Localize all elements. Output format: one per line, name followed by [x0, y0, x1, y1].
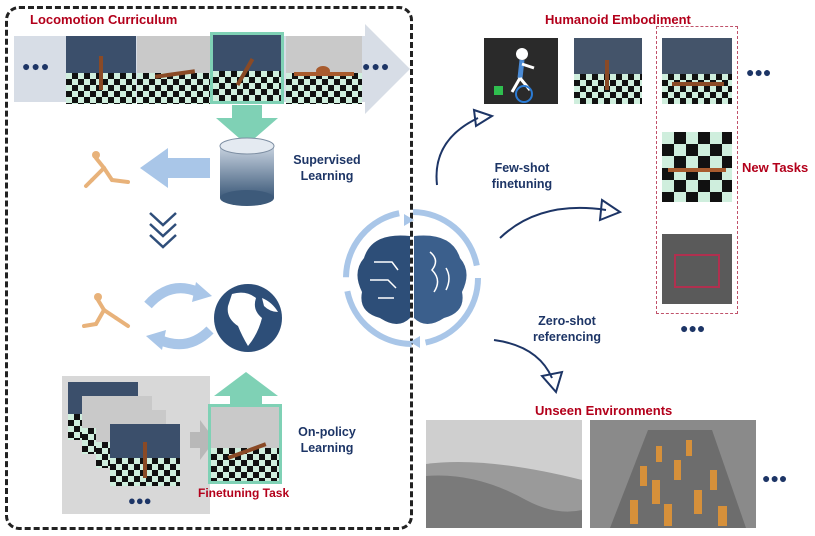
- humanoid-figure: [494, 48, 535, 103]
- new-task-frame-4: [662, 234, 732, 304]
- stack-ellipsis: ●●●: [128, 493, 152, 508]
- finetune-task-label: Finetuning Task: [198, 486, 290, 500]
- ellipsis-right: ●●●: [362, 58, 391, 74]
- onpolicy-line-1: On-policy: [298, 425, 356, 439]
- curriculum-frame-4: [286, 36, 362, 104]
- ellipsis-left: ●●●: [22, 58, 51, 74]
- new-tasks-label: New Tasks: [742, 160, 809, 175]
- pillar-field: [610, 430, 746, 528]
- onpolicy-line-2: Learning: [300, 441, 354, 455]
- humanoid-ellipsis: ●●●: [746, 64, 772, 80]
- few-shot-line-2: finetuning: [491, 177, 553, 191]
- new-tasks-ellipsis: ●●●: [680, 320, 706, 336]
- unseen-title: Unseen Environments: [535, 403, 673, 418]
- finetune-frame: [208, 404, 282, 484]
- zero-shot-line-2: referencing: [532, 330, 602, 344]
- left-panel-border: [5, 6, 413, 530]
- curriculum-frame-3: [210, 32, 284, 104]
- unseen-env-1: [426, 420, 582, 528]
- curriculum-title: Locomotion Curriculum: [30, 12, 178, 27]
- humanoid-title: Humanoid Embodiment: [545, 12, 691, 27]
- unseen-env-2: [590, 420, 756, 528]
- supervised-line-2: Learning: [300, 169, 354, 183]
- supervised-line-1: Supervised: [293, 153, 361, 167]
- few-shot-line-1: Few-shot: [494, 161, 550, 175]
- new-task-frame-3: [662, 132, 732, 202]
- new-task-frame-2: [662, 38, 732, 104]
- new-tasks-box: [656, 26, 738, 314]
- curriculum-frame-2: [137, 36, 211, 104]
- zero-shot-line-1: Zero-shot: [538, 314, 596, 328]
- terrain-shape: [426, 462, 582, 528]
- unseen-ellipsis: ●●●: [762, 470, 788, 486]
- stack-frame-4: [110, 424, 180, 486]
- curriculum-frame-1: [66, 36, 136, 104]
- humanoid-frame: [484, 38, 558, 104]
- new-task-frame-1: [574, 38, 642, 104]
